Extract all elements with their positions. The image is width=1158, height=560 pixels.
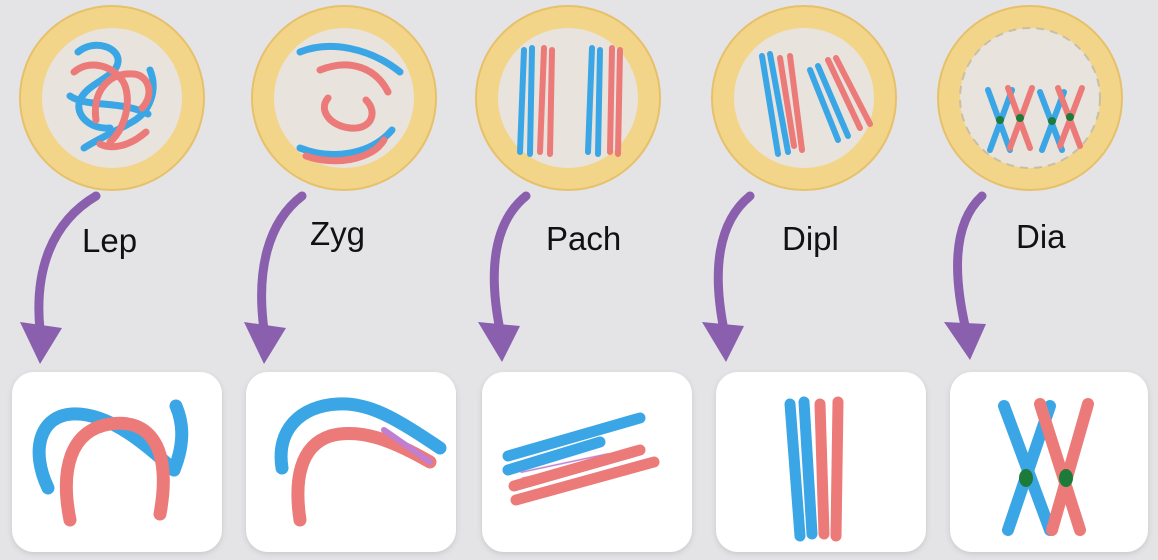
arrow-diakinesis xyxy=(944,196,986,360)
panel-zygotene xyxy=(246,372,456,552)
arrow-diplotene xyxy=(702,196,750,362)
arrow-pachytene xyxy=(478,196,526,362)
arrow-zygotene xyxy=(244,196,302,364)
stage-leptotene: Lep xyxy=(12,6,222,552)
panel-diplotene xyxy=(716,372,926,552)
stage-label-diplotene: Dipl xyxy=(782,220,839,257)
stage-label-diakinesis: Dia xyxy=(1016,218,1066,255)
cell-leptotene xyxy=(20,6,204,190)
cell-diakinesis xyxy=(938,6,1122,190)
stage-label-leptotene: Lep xyxy=(82,222,137,259)
panel-leptotene xyxy=(12,372,222,552)
stage-label-zygotene: Zyg xyxy=(310,215,365,252)
stage-zygotene: Zyg xyxy=(244,6,456,552)
stage-diakinesis: Dia xyxy=(938,6,1148,552)
panel-pachytene xyxy=(482,372,692,552)
cell-pachytene xyxy=(476,6,660,190)
cell-diplotene xyxy=(712,6,896,190)
stage-label-pachytene: Pach xyxy=(546,220,621,257)
stage-diplotene: Dipl xyxy=(702,6,926,552)
panel-diakinesis xyxy=(950,372,1148,552)
stage-pachytene: Pach xyxy=(476,6,692,552)
cell-zygotene xyxy=(252,6,436,190)
